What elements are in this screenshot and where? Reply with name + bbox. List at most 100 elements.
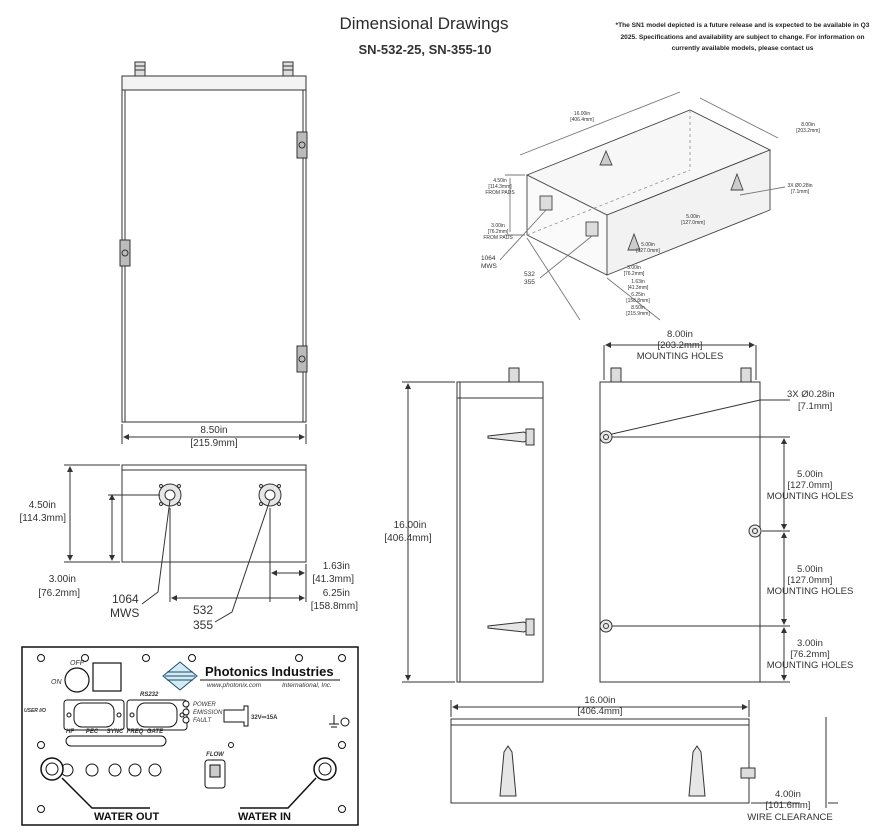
latch-icon: [487, 428, 535, 446]
side-length-in: 16.00in: [394, 520, 427, 531]
iso-view: [499, 91, 786, 321]
iso-label-mws: MWS: [481, 263, 498, 270]
bottom-width-in: 8.00in: [667, 329, 693, 340]
bnc-pec-label: PEC: [86, 729, 99, 735]
fitting-icon: [134, 61, 146, 77]
front-view: [450, 700, 838, 808]
port-532-icon: [258, 483, 282, 507]
power-switch-icon: [64, 662, 122, 693]
mounting-hole-icon: [748, 524, 762, 538]
notice-line: *The SN1 model depicted is a future rele…: [615, 22, 870, 29]
notice-line: currently available models, please conta…: [671, 45, 814, 52]
spacing2-in: 5.00in: [797, 564, 823, 575]
iso-label: 1.63in: [631, 279, 645, 285]
photonics-logo-icon: [162, 661, 340, 691]
side-length-mm: [406.4mm]: [384, 533, 431, 544]
water-in-label: WATER IN: [238, 811, 291, 823]
bnc-hf-label: HF: [66, 729, 74, 735]
iso-label: [127.0mm]: [636, 248, 660, 254]
mounting-hole-icon: [599, 430, 613, 444]
mounting-holes-label: MOUNTING HOLES: [767, 586, 854, 597]
label-532: 532: [193, 603, 213, 617]
iso-label: [406.4mm]: [570, 117, 594, 123]
port2-offset-mm: [158.8mm]: [311, 601, 358, 612]
iso-label: 3.00in: [491, 223, 505, 229]
end-height-in: 4.50in: [29, 500, 56, 511]
spacing3-mm: [76.2mm]: [790, 649, 830, 660]
latch-icon: [296, 345, 308, 373]
front-length-in: 16.00in: [584, 695, 615, 706]
iso-label: 3.00in: [627, 265, 641, 271]
fitting-icon: [740, 767, 756, 779]
rs232-label: RS232: [140, 692, 159, 698]
led-power-label: POWER: [193, 702, 216, 708]
spacing1-mm: [127.0mm]: [788, 480, 833, 491]
power-connector-icon: [223, 705, 249, 727]
latch-icon: [688, 745, 706, 797]
iso-label: [7.1mm]: [791, 189, 810, 195]
iso-label: [215.9mm]: [626, 311, 650, 317]
flow-label: FLOW: [206, 752, 225, 758]
side-view: [402, 367, 544, 683]
iso-label: [114.3mm]: [488, 184, 512, 190]
iso-label: 4.50in: [493, 178, 507, 184]
wire-clearance-label: WIRE CLEARANCE: [747, 812, 833, 823]
clearance-in: 4.00in: [775, 789, 801, 800]
hole-diameter: 3X Ø0.28in: [787, 389, 835, 400]
brand-name: Photonics Industries: [205, 664, 334, 679]
iso-label: FROM PADS: [483, 235, 513, 241]
latch-icon: [499, 745, 517, 797]
iso-label-532: 532: [524, 271, 535, 278]
brand-url: www.photonix.com: [207, 682, 262, 689]
user-io-label: USER I/O: [24, 708, 46, 714]
label-355: 355: [193, 618, 213, 632]
latch-icon: [296, 131, 308, 159]
clearance-mm: [101.6mm]: [766, 800, 811, 811]
switch-on-label: ON: [51, 679, 62, 686]
brand-intl: International, Inc.: [282, 682, 332, 689]
iso-dimension-labels: 16.00in [406.4mm] 8.00in [203.2mm] 4.50i…: [483, 111, 820, 317]
flow-switch-icon: [204, 759, 226, 789]
iso-label: 16.00in: [574, 111, 591, 117]
port-height-mm: [76.2mm]: [38, 588, 80, 599]
bnc-sync-label: SYNC: [107, 729, 124, 735]
spacing3-in: 3.00in: [797, 638, 823, 649]
port1-offset-mm: [41.3mm]: [312, 574, 354, 585]
bnc-freq-label: FREQ: [127, 729, 144, 735]
top-width-in: 8.50in: [200, 425, 227, 436]
bottom-view: [599, 342, 790, 683]
led-fault-label: FAULT: [193, 718, 212, 724]
iso-label: [76.2mm]: [624, 271, 645, 277]
latch-icon: [119, 239, 131, 267]
switch-off-label: OFF: [70, 660, 85, 667]
spacing2-mm: [127.0mm]: [788, 575, 833, 586]
mounting-holes-label: MOUNTING HOLES: [767, 491, 854, 502]
control-panel: [21, 646, 359, 826]
iso-label: [41.3mm]: [628, 285, 649, 291]
availability-notice: *The SN1 model depicted is a future rele…: [610, 20, 875, 55]
fitting-icon: [740, 367, 752, 383]
end-view: [64, 464, 307, 623]
ground-icon: [329, 715, 350, 728]
iso-label: 8.50in: [631, 305, 645, 311]
iso-label: 5.00in: [686, 214, 700, 220]
notice-line: 2025. Specifications and availability ar…: [620, 33, 865, 41]
spacing1-in: 5.00in: [797, 469, 823, 480]
top-width-mm: [215.9mm]: [190, 438, 237, 449]
port2-offset-in: 6.25in: [323, 588, 350, 599]
mounting-hole-icon: [599, 619, 613, 633]
iso-label: 3X Ø0.28in: [787, 183, 812, 189]
bnc-gate-label: GATE: [147, 729, 164, 735]
iso-label: 8.00in: [801, 122, 815, 128]
end-height-mm: [114.3mm]: [20, 513, 67, 524]
water-out-label: WATER OUT: [94, 811, 159, 823]
water-in-port-icon: [313, 757, 337, 781]
port-height-in: 3.00in: [49, 574, 76, 585]
port1-offset-in: 1.63in: [323, 561, 350, 572]
front-length-mm: [406.4mm]: [578, 706, 623, 717]
iso-label: [158.8mm]: [626, 298, 650, 304]
led-emission-label: EMISSION: [193, 710, 223, 716]
model-subtitle: SN-532-25, SN-355-10: [358, 42, 492, 57]
iso-label: 6.25in: [631, 292, 645, 298]
